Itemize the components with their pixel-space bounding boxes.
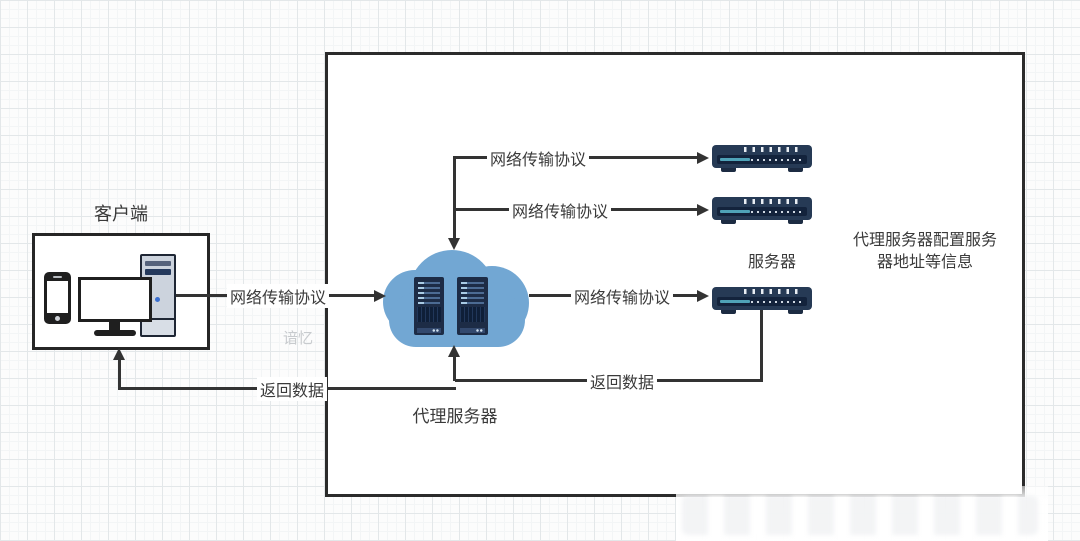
note-line-2: 器地址等信息 bbox=[876, 254, 973, 271]
rack-foot bbox=[721, 310, 736, 314]
rack-slot bbox=[717, 297, 807, 306]
edge-label-proxy-to-server2: 网络传输协议 bbox=[508, 198, 612, 222]
arrowhead-down-icon bbox=[448, 238, 460, 250]
phone-speaker bbox=[53, 276, 62, 278]
tower-row bbox=[461, 292, 484, 294]
rack-foot bbox=[788, 168, 803, 172]
tower-footer bbox=[417, 328, 441, 333]
note-line-1: 代理服务器配置服务 bbox=[852, 232, 997, 249]
edge-return-into-client bbox=[118, 360, 121, 389]
tower-power-led bbox=[155, 297, 160, 302]
tower-footer bbox=[460, 328, 485, 333]
proxy-config-note: 代理服务器配置服务 器地址等信息 bbox=[835, 230, 1015, 274]
edge-label-client-to-proxy: 网络传输协议 bbox=[226, 284, 330, 308]
client-label: 客户端 bbox=[94, 204, 148, 224]
arrowhead-right-icon bbox=[697, 290, 709, 302]
edge-label-proxy-return: 返回数据 bbox=[256, 377, 328, 401]
rack-foot bbox=[788, 310, 803, 314]
edge-label-proxy-to-server3: 网络传输协议 bbox=[570, 284, 674, 308]
proxy-cloud-icon bbox=[383, 250, 529, 347]
rack-foot bbox=[721, 168, 736, 172]
arrowhead-right-icon bbox=[697, 152, 709, 164]
tower-row bbox=[418, 282, 440, 284]
tower-row bbox=[418, 302, 440, 304]
proxy-label: 代理服务器 bbox=[412, 407, 498, 426]
edge-branch-vertical bbox=[453, 156, 456, 240]
smartphone-icon bbox=[44, 272, 71, 324]
tower-row bbox=[461, 287, 484, 289]
edge-server3-return-down bbox=[760, 310, 763, 382]
ghost-watermark-glyphs bbox=[682, 496, 1038, 535]
arrowhead-up-icon bbox=[113, 348, 125, 360]
tower-vent-grid bbox=[417, 307, 441, 322]
rack-leds bbox=[751, 211, 803, 213]
tower-row bbox=[461, 302, 484, 304]
rack-vents bbox=[744, 147, 802, 152]
ghost-watermark bbox=[676, 486, 1048, 541]
tower-row bbox=[461, 297, 484, 299]
servers-label: 服务器 bbox=[747, 254, 797, 271]
arrowhead-right-icon bbox=[374, 290, 386, 302]
tower-lower-panel bbox=[142, 318, 174, 335]
edge-return-into-proxy bbox=[453, 357, 456, 381]
phone-screen bbox=[47, 281, 68, 313]
rack-server-2-icon bbox=[712, 197, 812, 224]
monitor-icon bbox=[78, 277, 152, 322]
author-watermark: 谙忆 bbox=[283, 330, 314, 347]
monitor-base bbox=[94, 330, 136, 336]
tower-row bbox=[418, 292, 440, 294]
rack-foot bbox=[721, 220, 736, 224]
tower-row bbox=[418, 287, 440, 289]
tower-drive-bay bbox=[145, 261, 171, 266]
tower-vent-grid bbox=[460, 307, 485, 322]
rack-status-bar bbox=[720, 300, 750, 303]
edge-label-server3-return: 返回数据 bbox=[586, 369, 658, 393]
proxy-server-tower-icon bbox=[414, 277, 444, 335]
rack-leds bbox=[751, 159, 803, 161]
tower-row bbox=[418, 297, 440, 299]
rack-server-1-icon bbox=[712, 145, 812, 172]
rack-vents bbox=[744, 199, 802, 204]
rack-foot bbox=[788, 220, 803, 224]
rack-leds bbox=[751, 301, 803, 303]
proxy-server-tower-icon bbox=[457, 277, 488, 335]
rack-status-bar bbox=[720, 158, 750, 161]
rack-slot bbox=[717, 207, 807, 216]
rack-slot bbox=[717, 155, 807, 164]
tower-row bbox=[461, 282, 484, 284]
rack-vents bbox=[744, 289, 802, 294]
monitor-stand bbox=[109, 322, 120, 330]
edge-label-proxy-to-server1: 网络传输协议 bbox=[486, 146, 590, 170]
client-node bbox=[32, 233, 210, 350]
phone-home-button bbox=[55, 316, 60, 321]
arrowhead-right-icon bbox=[697, 204, 709, 216]
tower-drive-bay bbox=[145, 269, 171, 275]
arrowhead-up-icon bbox=[448, 345, 460, 357]
rack-server-3-icon bbox=[712, 287, 812, 314]
rack-status-bar bbox=[720, 210, 750, 213]
